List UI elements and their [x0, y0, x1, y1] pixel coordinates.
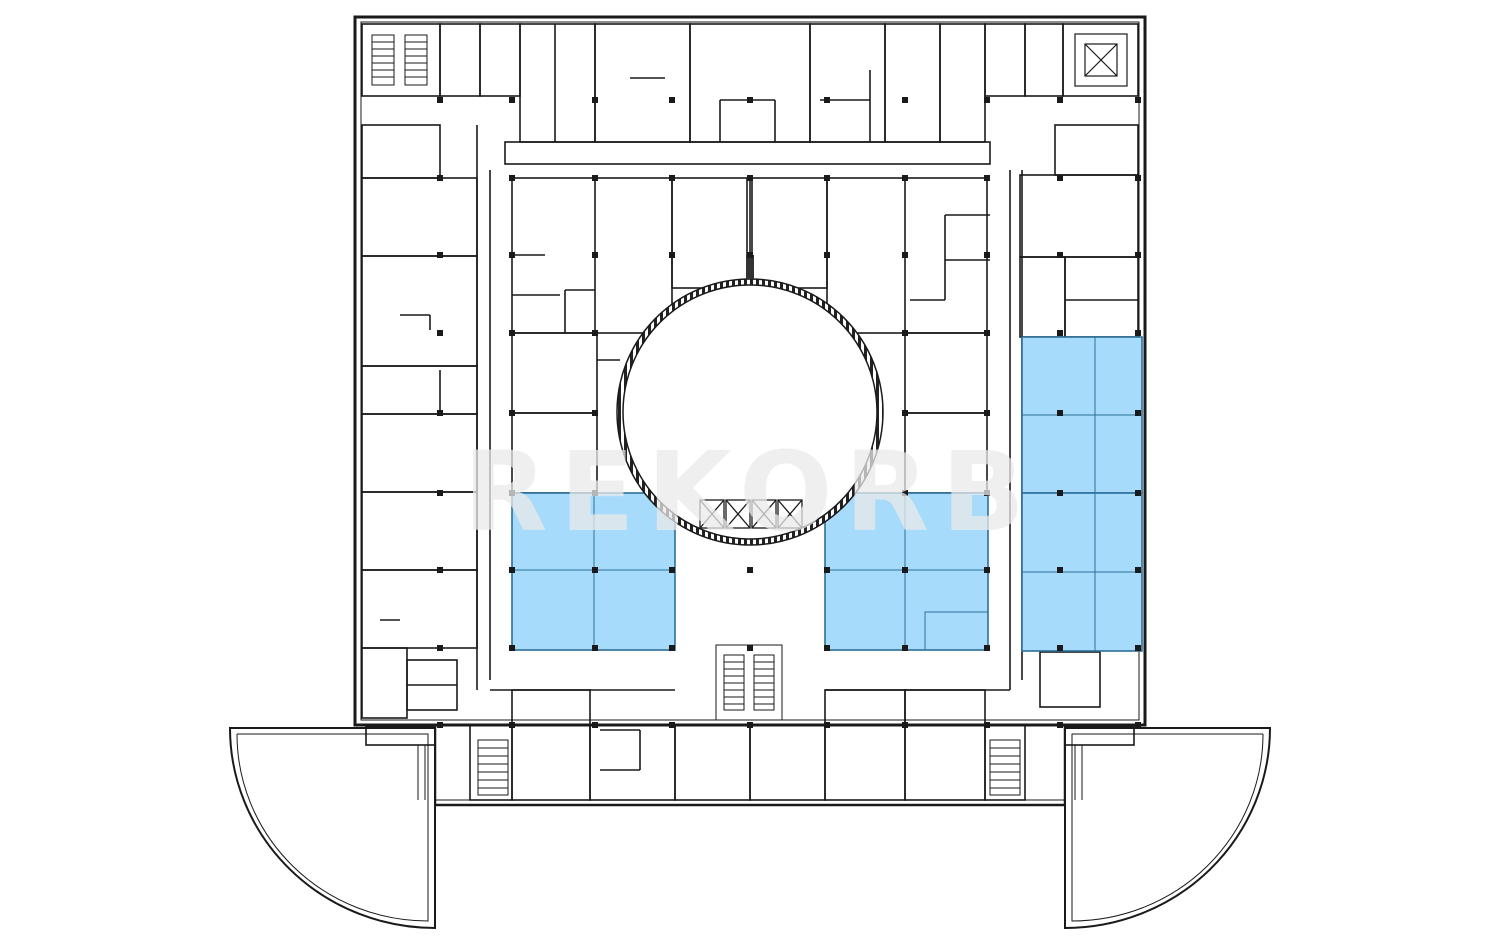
column [509, 722, 515, 728]
column [592, 330, 598, 336]
column [509, 410, 515, 416]
column [437, 175, 443, 181]
column [669, 175, 675, 181]
column [747, 252, 753, 258]
column [984, 722, 990, 728]
column [824, 645, 830, 651]
column [592, 722, 598, 728]
column [437, 97, 443, 103]
top-block [361, 23, 1139, 165]
column [902, 175, 908, 181]
column [1057, 645, 1063, 651]
column [592, 97, 598, 103]
left-wing [361, 124, 491, 719]
column [984, 252, 990, 258]
column [1057, 410, 1063, 416]
column [747, 175, 753, 181]
column [509, 175, 515, 181]
column [747, 97, 753, 103]
column [902, 97, 908, 103]
column [592, 175, 598, 181]
column [592, 567, 598, 573]
column [984, 175, 990, 181]
column [1135, 722, 1141, 728]
atrium [616, 178, 884, 546]
column [1135, 410, 1141, 416]
column [902, 722, 908, 728]
column [984, 410, 990, 416]
column [669, 722, 675, 728]
column [592, 252, 598, 258]
column [509, 567, 515, 573]
column [902, 567, 908, 573]
column [1057, 97, 1063, 103]
column [824, 252, 830, 258]
structural-columns [437, 97, 1141, 728]
column [902, 645, 908, 651]
canopy-right [1064, 727, 1272, 930]
column [824, 722, 830, 728]
column [669, 97, 675, 103]
column [1135, 97, 1141, 103]
column [1135, 567, 1141, 573]
canopy-left [228, 727, 436, 930]
column [437, 567, 443, 573]
column [437, 490, 443, 496]
column [509, 252, 515, 258]
column [1135, 645, 1141, 651]
column [437, 330, 443, 336]
column [669, 645, 675, 651]
column [984, 567, 990, 573]
column [592, 410, 598, 416]
column [902, 490, 908, 496]
column [1057, 490, 1063, 496]
column [509, 645, 515, 651]
column [1057, 175, 1063, 181]
stair-top-left-icon [371, 34, 428, 86]
bottom-block [365, 689, 1135, 801]
column [902, 252, 908, 258]
column [984, 490, 990, 496]
column [1135, 252, 1141, 258]
column [747, 567, 753, 573]
column [592, 490, 598, 496]
column [1057, 567, 1063, 573]
column [669, 252, 675, 258]
unit-right-lower[interactable] [1021, 492, 1143, 652]
column [1057, 722, 1063, 728]
column [437, 410, 443, 416]
column [509, 97, 515, 103]
column [1135, 330, 1141, 336]
column [1135, 175, 1141, 181]
elevator-bank-icon [699, 499, 803, 529]
column [747, 722, 753, 728]
column [509, 490, 515, 496]
column [669, 567, 675, 573]
column [747, 645, 753, 651]
column [902, 330, 908, 336]
column [984, 645, 990, 651]
watermark: REKORB [463, 428, 1037, 556]
column [824, 97, 830, 103]
column [824, 567, 830, 573]
column [1057, 330, 1063, 336]
column [592, 645, 598, 651]
column [902, 410, 908, 416]
column [824, 175, 830, 181]
column [509, 330, 515, 336]
column [1057, 252, 1063, 258]
column [984, 97, 990, 103]
elevator-top-right-icon [1074, 33, 1128, 87]
column [1135, 490, 1141, 496]
column [984, 330, 990, 336]
column [437, 722, 443, 728]
column [437, 645, 443, 651]
unit-right-upper[interactable] [1021, 336, 1143, 494]
column [437, 252, 443, 258]
